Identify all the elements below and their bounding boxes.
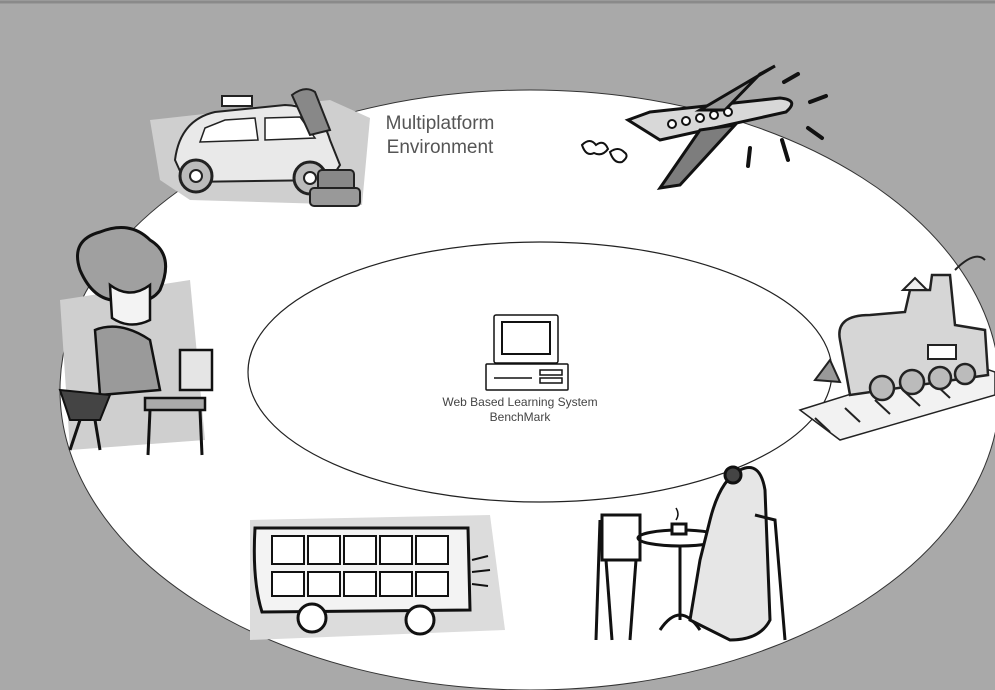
center-label: Web Based Learning System BenchMark — [405, 395, 635, 425]
cafe-reader-icon — [594, 465, 787, 642]
taxi-car-icon — [150, 88, 370, 207]
outer-label-line1: Multiplatform — [385, 113, 495, 134]
outer-label-line2: Environment — [386, 137, 494, 158]
woman-at-computer-icon — [58, 226, 214, 456]
desktop-computer-icon — [485, 314, 569, 391]
outer-label: Multiplatform Environment — [360, 112, 520, 160]
steam-train-icon — [798, 255, 995, 441]
center-label-line1: Web Based Learning System — [442, 395, 598, 409]
bus-icon — [250, 515, 505, 640]
airplane-icon — [580, 64, 828, 190]
center-label-line2: BenchMark — [489, 410, 551, 424]
